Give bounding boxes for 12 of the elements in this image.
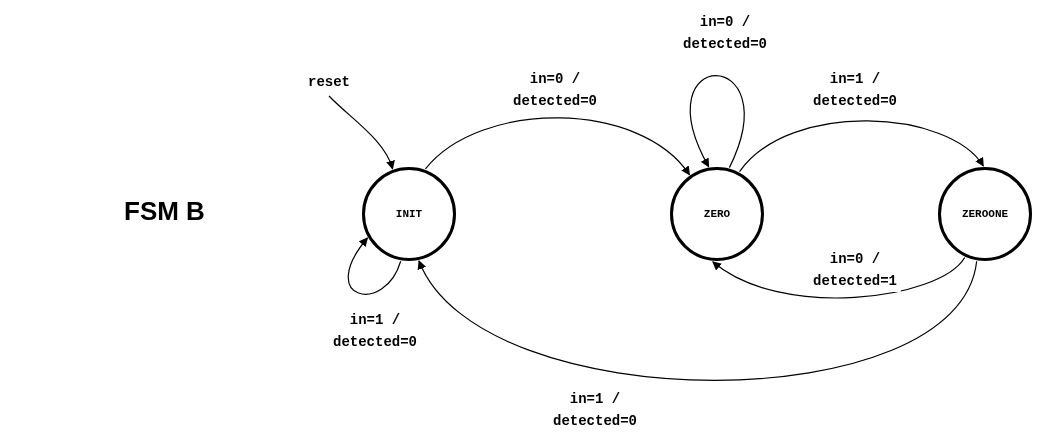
transition-arrow <box>689 74 745 169</box>
transition-arrow <box>712 256 966 299</box>
input-label: reset <box>308 74 350 90</box>
transition-arrow <box>418 260 978 381</box>
transition-arrow <box>424 117 691 176</box>
transition-arrow <box>738 120 984 173</box>
state-name: ZERO <box>703 208 731 220</box>
transition-arrow <box>328 95 395 170</box>
diagram-title: FSM B <box>124 196 205 227</box>
transition-arrow <box>347 237 402 295</box>
state-name: INIT <box>395 208 423 220</box>
state-name: ZEROONE <box>961 208 1009 220</box>
